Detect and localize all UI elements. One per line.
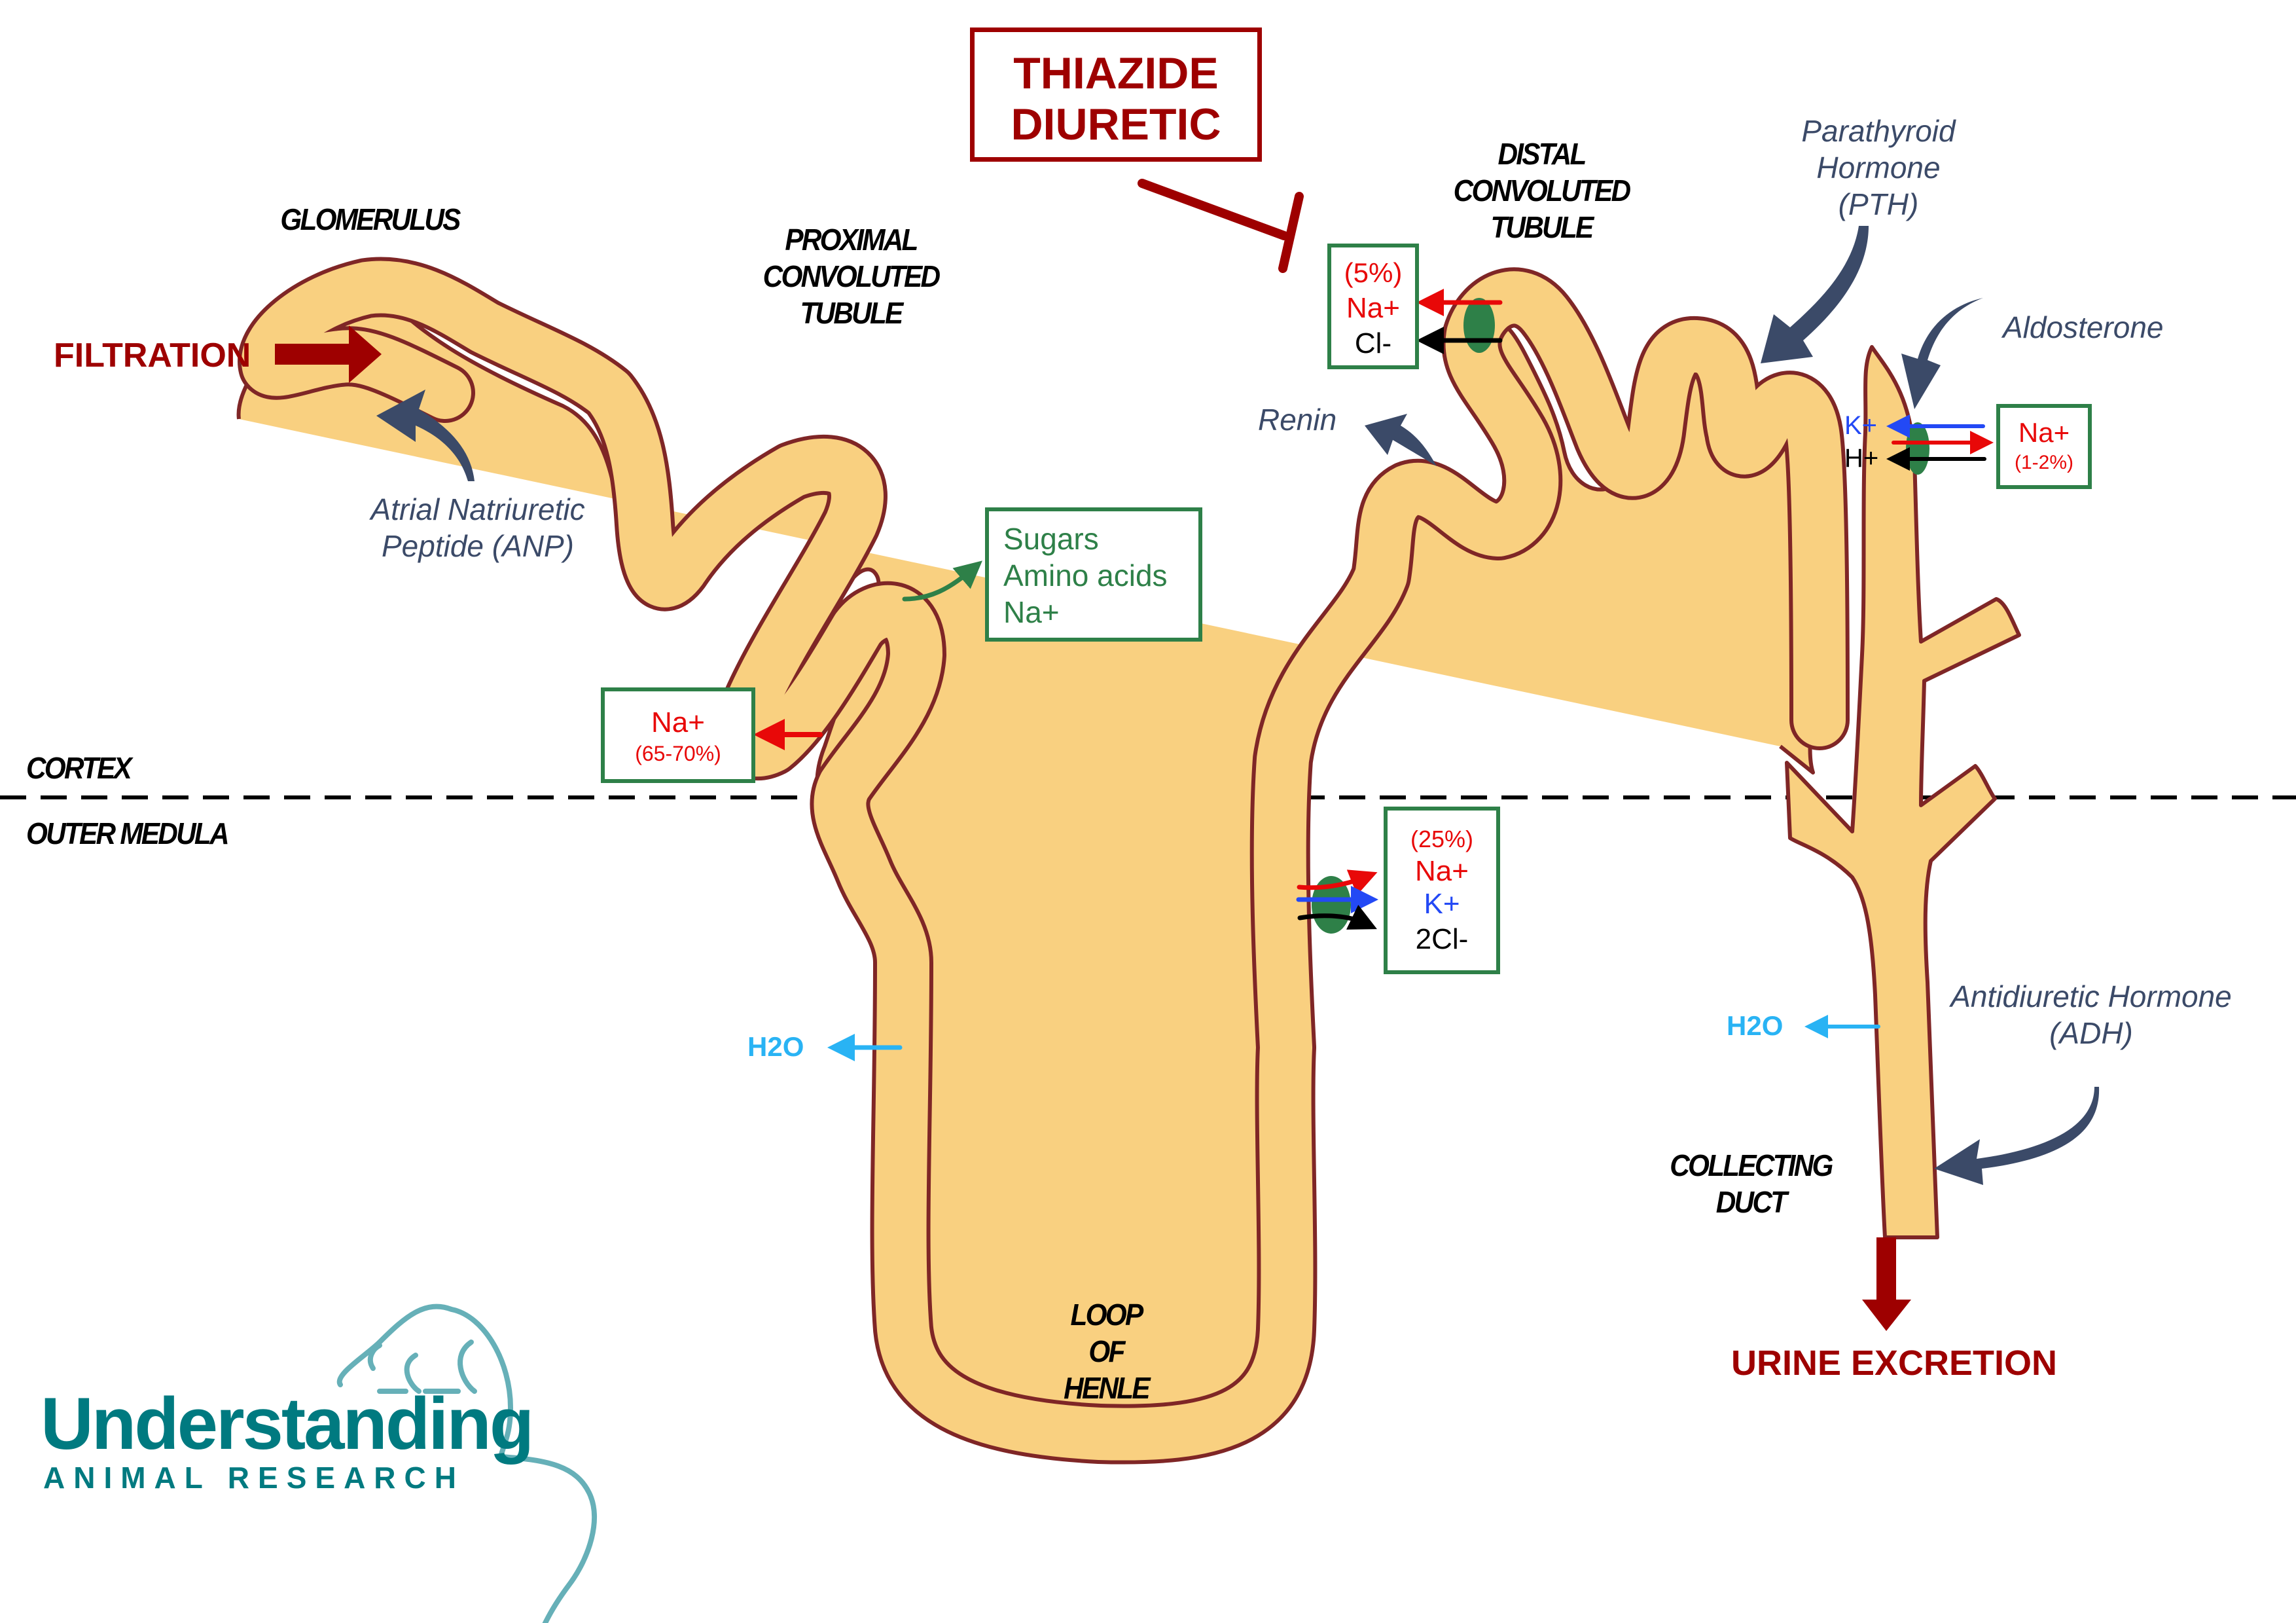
logo-wordmark: Understanding: [41, 1383, 534, 1465]
loop-of-henle-label: LOOP OF HENLE: [1040, 1296, 1172, 1406]
loop-nkcc-box: (25%) Na+ K+ 2Cl-: [1384, 807, 1500, 974]
glomerulus-capsule: [236, 285, 1815, 1449]
collecting-label-line1: COLLECTING: [1670, 1148, 1833, 1182]
drug-name-line1: THIAZIDE: [1013, 48, 1219, 98]
dct-chloride-ion: Cl-: [1354, 327, 1392, 359]
logo-mouse-icon: [336, 1304, 597, 1623]
drug-name-line2: DIURETIC: [1011, 100, 1221, 149]
loop-chloride-ion: 2Cl-: [1415, 923, 1469, 955]
pth-label: Parathyroid Hormone (PTH): [1761, 113, 1996, 223]
dct-label-line1: DISTAL: [1498, 137, 1587, 171]
dct-ncc-box: (5%) Na+ Cl-: [1327, 244, 1419, 369]
loop-potassium-ion: K+: [1424, 888, 1460, 920]
dct-sodium-percent: (5%): [1344, 257, 1403, 288]
nutrient-sodium: Na+: [1003, 595, 1060, 629]
adh-label: Antidiuretic Hormone (ADH): [1921, 978, 2261, 1051]
filtration-arrow-icon: [275, 325, 382, 383]
understanding-animal-research-logo: Understanding ANIMAL RESEARCH: [41, 1383, 534, 1495]
enac-sodium-ion: Na+: [2018, 417, 2070, 448]
nkcc2-transporter: [1312, 876, 1351, 934]
filtration-label: FILTRATION: [54, 337, 251, 374]
enac-hydrogen-label: H+: [1844, 444, 1879, 473]
aldosterone-arrow-icon: [1901, 298, 1983, 409]
aldosterone-label: Aldosterone: [2003, 310, 2164, 344]
anp-label-line1: Atrial Natriuretic: [370, 492, 585, 526]
pct-sodium-box: Na+ (65-70%): [601, 687, 755, 783]
nkcc2-chloride-arrow: [1297, 904, 1377, 930]
enac-transporter: [1906, 422, 1929, 475]
collecting-enac-box: Na+ (1-2%): [1996, 404, 2092, 489]
outer-medulla-label: OUTER MEDULA: [26, 816, 230, 850]
enac-sodium-percent: (1-2%): [2014, 452, 2073, 473]
loop-label-line3: HENLE: [1064, 1371, 1150, 1405]
cortex-label: CORTEX: [26, 751, 132, 785]
pth-label-line1: Parathyroid: [1801, 114, 1956, 148]
loop-water-label: H2O: [747, 1031, 804, 1062]
pct-label-line1: PROXIMAL: [785, 223, 918, 257]
urine-excretion-label: URINE EXCRETION: [1731, 1343, 2058, 1383]
anp-label-line2: Peptide (ANP): [381, 529, 574, 564]
nutrient-sugars: Sugars: [1003, 522, 1099, 556]
collecting-water-label: H2O: [1727, 1010, 1784, 1041]
collecting-duct: [1785, 345, 2021, 1239]
pth-label-line2: Hormone: [1816, 151, 1941, 185]
urine-excretion-arrow-icon: [1862, 1237, 1911, 1331]
dct-label-line2: CONVOLUTED: [1453, 173, 1631, 208]
renin-label: Renin: [1258, 403, 1337, 437]
pct-label: PROXIMAL CONVOLUTED TUBULE: [742, 221, 959, 331]
pct-nutrient-arrow: [902, 560, 982, 602]
loop-label-line2: OF: [1088, 1334, 1125, 1368]
anp-arrow-icon: [376, 390, 475, 481]
pct-sodium-ion: Na+: [651, 706, 705, 739]
adh-label-line2: (ADH): [2049, 1016, 2133, 1051]
nephron-tubule: [236, 285, 1815, 1449]
collecting-duct-label: COLLECTING DUCT: [1651, 1147, 1850, 1220]
pct-sodium-percent: (65-70%): [635, 742, 721, 765]
renin-arrow-icon: [1365, 414, 1437, 466]
hormone-arrows: [376, 226, 2100, 1185]
adh-label-line1: Antidiuretic Hormone: [1950, 979, 2232, 1013]
ncc-transporter: [1463, 298, 1495, 353]
loop-label-line1: LOOP: [1070, 1298, 1144, 1332]
logo-subtitle: ANIMAL RESEARCH: [43, 1461, 465, 1495]
loop-sodium-percent: (25%): [1410, 826, 1474, 852]
thiazide-inhibition-icon: [1138, 179, 1304, 273]
pct-label-line2: CONVOLUTED: [762, 259, 941, 293]
collecting-label-line2: DUCT: [1715, 1185, 1787, 1219]
dct-sodium-ion: Na+: [1346, 292, 1400, 324]
nutrient-amino-acids: Amino acids: [1003, 558, 1168, 593]
loop-sodium-ion: Na+: [1415, 855, 1469, 887]
glomerulus-label: GLOMERULUS: [280, 202, 461, 236]
pct-label-line3: TUBULE: [800, 296, 903, 330]
dct-label: DISTAL CONVOLUTED TUBULE: [1433, 136, 1649, 246]
pth-arrow-icon: [1761, 226, 1869, 363]
dct-label-line3: TUBULE: [1490, 210, 1594, 244]
enac-potassium-label: K+: [1844, 411, 1878, 440]
thiazide-diuretic-box: THIAZIDE DIURETIC: [970, 27, 1262, 162]
pct-nutrients-box: Sugars Amino acids Na+: [985, 507, 1202, 642]
pth-label-line3: (PTH): [1838, 187, 1919, 222]
ion-arrows: [753, 289, 1994, 1061]
nkcc2-sodium-arrow: [1297, 869, 1378, 896]
nephron-tubule-body: [238, 257, 1850, 1465]
anp-label: Atrial Natriuretic Peptide (ANP): [347, 491, 609, 564]
adh-arrow-icon: [1934, 1087, 2100, 1185]
